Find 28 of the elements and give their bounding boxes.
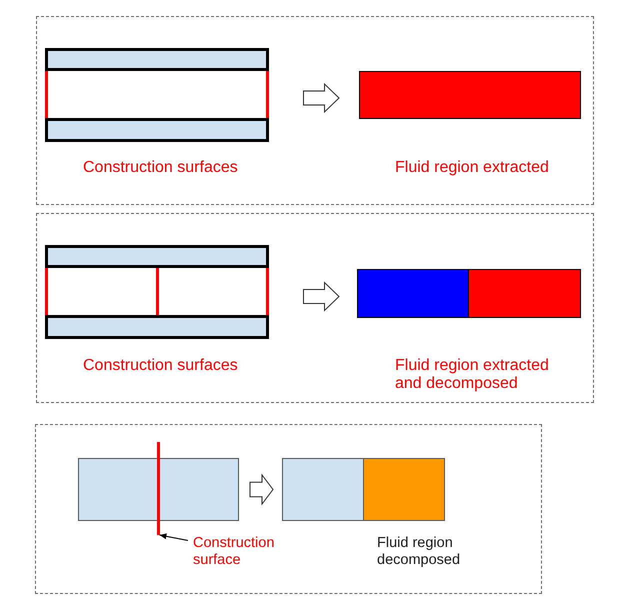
construction-surface-line xyxy=(266,71,269,118)
construction-surface-line xyxy=(266,268,269,315)
construction-surface-line xyxy=(45,71,48,118)
panel-frame xyxy=(36,16,594,205)
leader-line xyxy=(159,533,188,541)
caption-label: Construction surfaces xyxy=(83,159,239,177)
solid-block xyxy=(78,458,239,521)
caption-label: Fluid region decomposed xyxy=(377,534,462,568)
block-arrow xyxy=(250,474,274,506)
fluid-subregion-block xyxy=(363,458,445,521)
panel-frame xyxy=(36,213,594,403)
construction-surface-line xyxy=(156,268,158,315)
wall-bar xyxy=(45,315,269,339)
fluid-subregion-block xyxy=(468,269,581,318)
construction-surface-line xyxy=(45,268,48,315)
wall-bar xyxy=(45,118,269,142)
block-arrow xyxy=(303,82,340,114)
panel-frame xyxy=(35,424,542,594)
caption-label: Fluid region extracted xyxy=(395,159,550,177)
wall-bar xyxy=(45,48,269,71)
caption-label: Construction surface xyxy=(193,534,276,568)
solid-subregion-block xyxy=(282,458,364,521)
caption-label: Fluid region extracted and decomposed xyxy=(395,357,550,393)
wall-bar xyxy=(45,245,269,268)
fluid-subregion-block xyxy=(357,269,469,318)
construction-surface-line xyxy=(156,442,160,535)
caption-label: Construction surfaces xyxy=(83,357,239,375)
block-arrow xyxy=(303,281,340,312)
